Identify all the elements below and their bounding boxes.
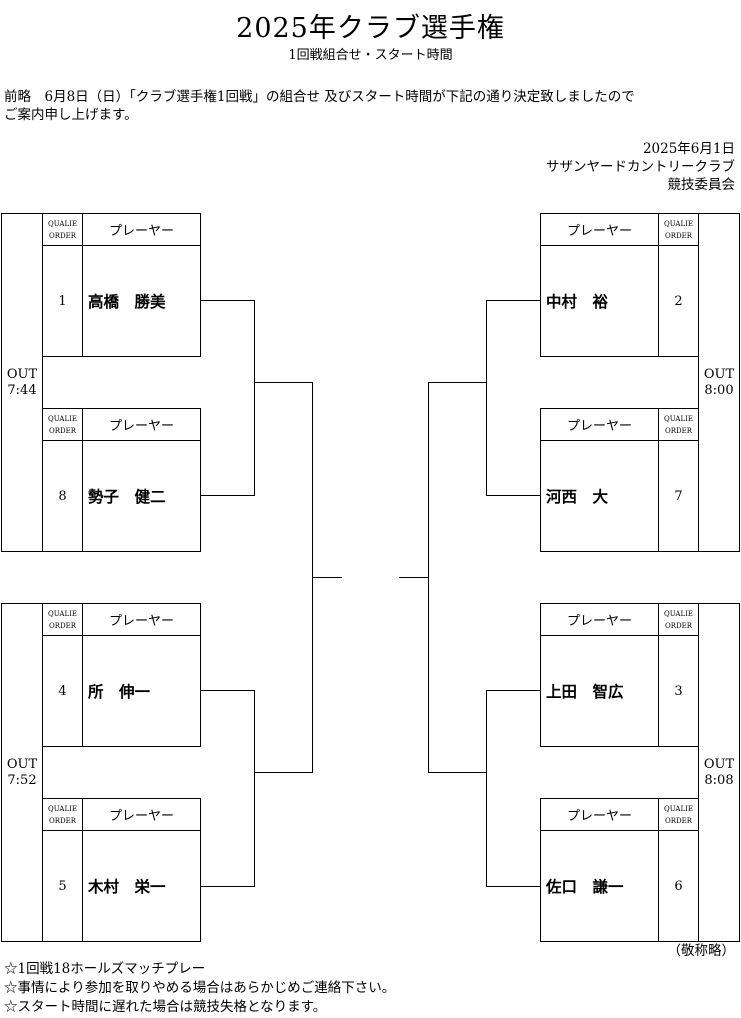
start-time: 7:44 xyxy=(7,382,37,398)
start-time: 7:52 xyxy=(7,772,37,788)
bracket-line xyxy=(200,886,255,887)
player-name: 中村 裕 xyxy=(540,245,659,357)
signature-block: 2025年6月1日 サザンヤードカントリークラブ 競技委員会 xyxy=(546,140,735,194)
qualie-order-value: 4 xyxy=(42,635,83,747)
qualie-order-value: 7 xyxy=(658,440,699,552)
player-header: プレーヤー xyxy=(540,213,659,246)
note-item: ☆スタート時間に遅れた場合は競技失格となります。 xyxy=(4,999,327,1015)
player-header: プレーヤー xyxy=(82,603,201,636)
intro-text: 前略 6月8日（日）「クラブ選手権1回戦」の組合せ 及びスタート時間が下記の通り… xyxy=(4,88,734,124)
right-bottom-time-cell: OUT 8:08 xyxy=(698,603,740,942)
bracket-line xyxy=(200,300,255,301)
qualie-order-value: 6 xyxy=(658,830,699,942)
qualie-order-value: 2 xyxy=(658,245,699,357)
player-name: 所 伸一 xyxy=(82,635,201,747)
player-header: プレーヤー xyxy=(82,798,201,831)
bracket-line xyxy=(486,690,487,887)
out-label: OUT xyxy=(703,366,735,382)
bracket-line xyxy=(399,577,429,578)
player-header: プレーヤー xyxy=(82,408,201,441)
intro-line-1: 前略 6月8日（日）「クラブ選手権1回戦」の組合せ 及びスタート時間が下記の通り… xyxy=(4,89,635,105)
bracket-line xyxy=(312,577,342,578)
honorific-note: （敬称略） xyxy=(667,943,736,959)
bracket-line xyxy=(254,382,313,383)
left-top-time-cell: OUT 7:44 xyxy=(1,213,43,552)
player-name: 勢子 健二 xyxy=(82,440,201,552)
start-time: 8:08 xyxy=(704,772,734,788)
out-label: OUT xyxy=(703,756,735,772)
note-item: ☆事情により参加を取りやめる場合はあらかじめご連絡下さい。 xyxy=(4,980,396,996)
bracket-line xyxy=(428,772,487,773)
qualie-order-value: 3 xyxy=(658,635,699,747)
bracket-line xyxy=(254,690,255,887)
player-header: プレーヤー xyxy=(540,603,659,636)
left-bottom-time-cell: OUT 7:52 xyxy=(1,603,43,942)
bracket-line xyxy=(486,690,541,691)
player-name: 高橋 勝美 xyxy=(82,245,201,357)
qualie-order-value: 8 xyxy=(42,440,83,552)
qualie-order-value: 1 xyxy=(42,245,83,357)
page-title: 2025年クラブ選手権 xyxy=(236,13,505,44)
player-header: プレーヤー xyxy=(540,798,659,831)
notes: ☆1回戦18ホールズマッチプレー ☆事情により参加を取りやめる場合はあらかじめご… xyxy=(4,960,395,1017)
bracket-line xyxy=(200,690,255,691)
player-name: 上田 智広 xyxy=(540,635,659,747)
qualie-order-value: 5 xyxy=(42,830,83,942)
bracket-line xyxy=(486,300,487,496)
bracket-line xyxy=(254,772,313,773)
right-top-time-cell: OUT 8:00 xyxy=(698,213,740,552)
bracket-line xyxy=(486,886,541,887)
signature-date: 2025年6月1日 xyxy=(642,141,735,157)
bracket-line xyxy=(486,300,541,301)
bracket-line xyxy=(254,300,255,496)
signature-club: サザンヤードカントリークラブ xyxy=(546,159,735,175)
player-header: プレーヤー xyxy=(82,213,201,246)
out-label: OUT xyxy=(6,756,38,772)
bracket-line xyxy=(200,495,255,496)
player-name: 河西 大 xyxy=(540,440,659,552)
out-label: OUT xyxy=(6,366,38,382)
note-item: ☆1回戦18ホールズマッチプレー xyxy=(4,961,206,977)
start-time: 8:00 xyxy=(704,382,734,398)
page-subtitle: 1回戦組合せ・スタート時間 xyxy=(288,48,453,63)
player-name: 佐口 謙一 xyxy=(540,830,659,942)
bracket-line xyxy=(428,382,487,383)
player-name: 木村 栄一 xyxy=(82,830,201,942)
player-header: プレーヤー xyxy=(540,408,659,441)
intro-line-2: ご案内申し上げます。 xyxy=(4,107,138,123)
signature-committee: 競技委員会 xyxy=(667,177,736,193)
bracket-line xyxy=(486,495,541,496)
